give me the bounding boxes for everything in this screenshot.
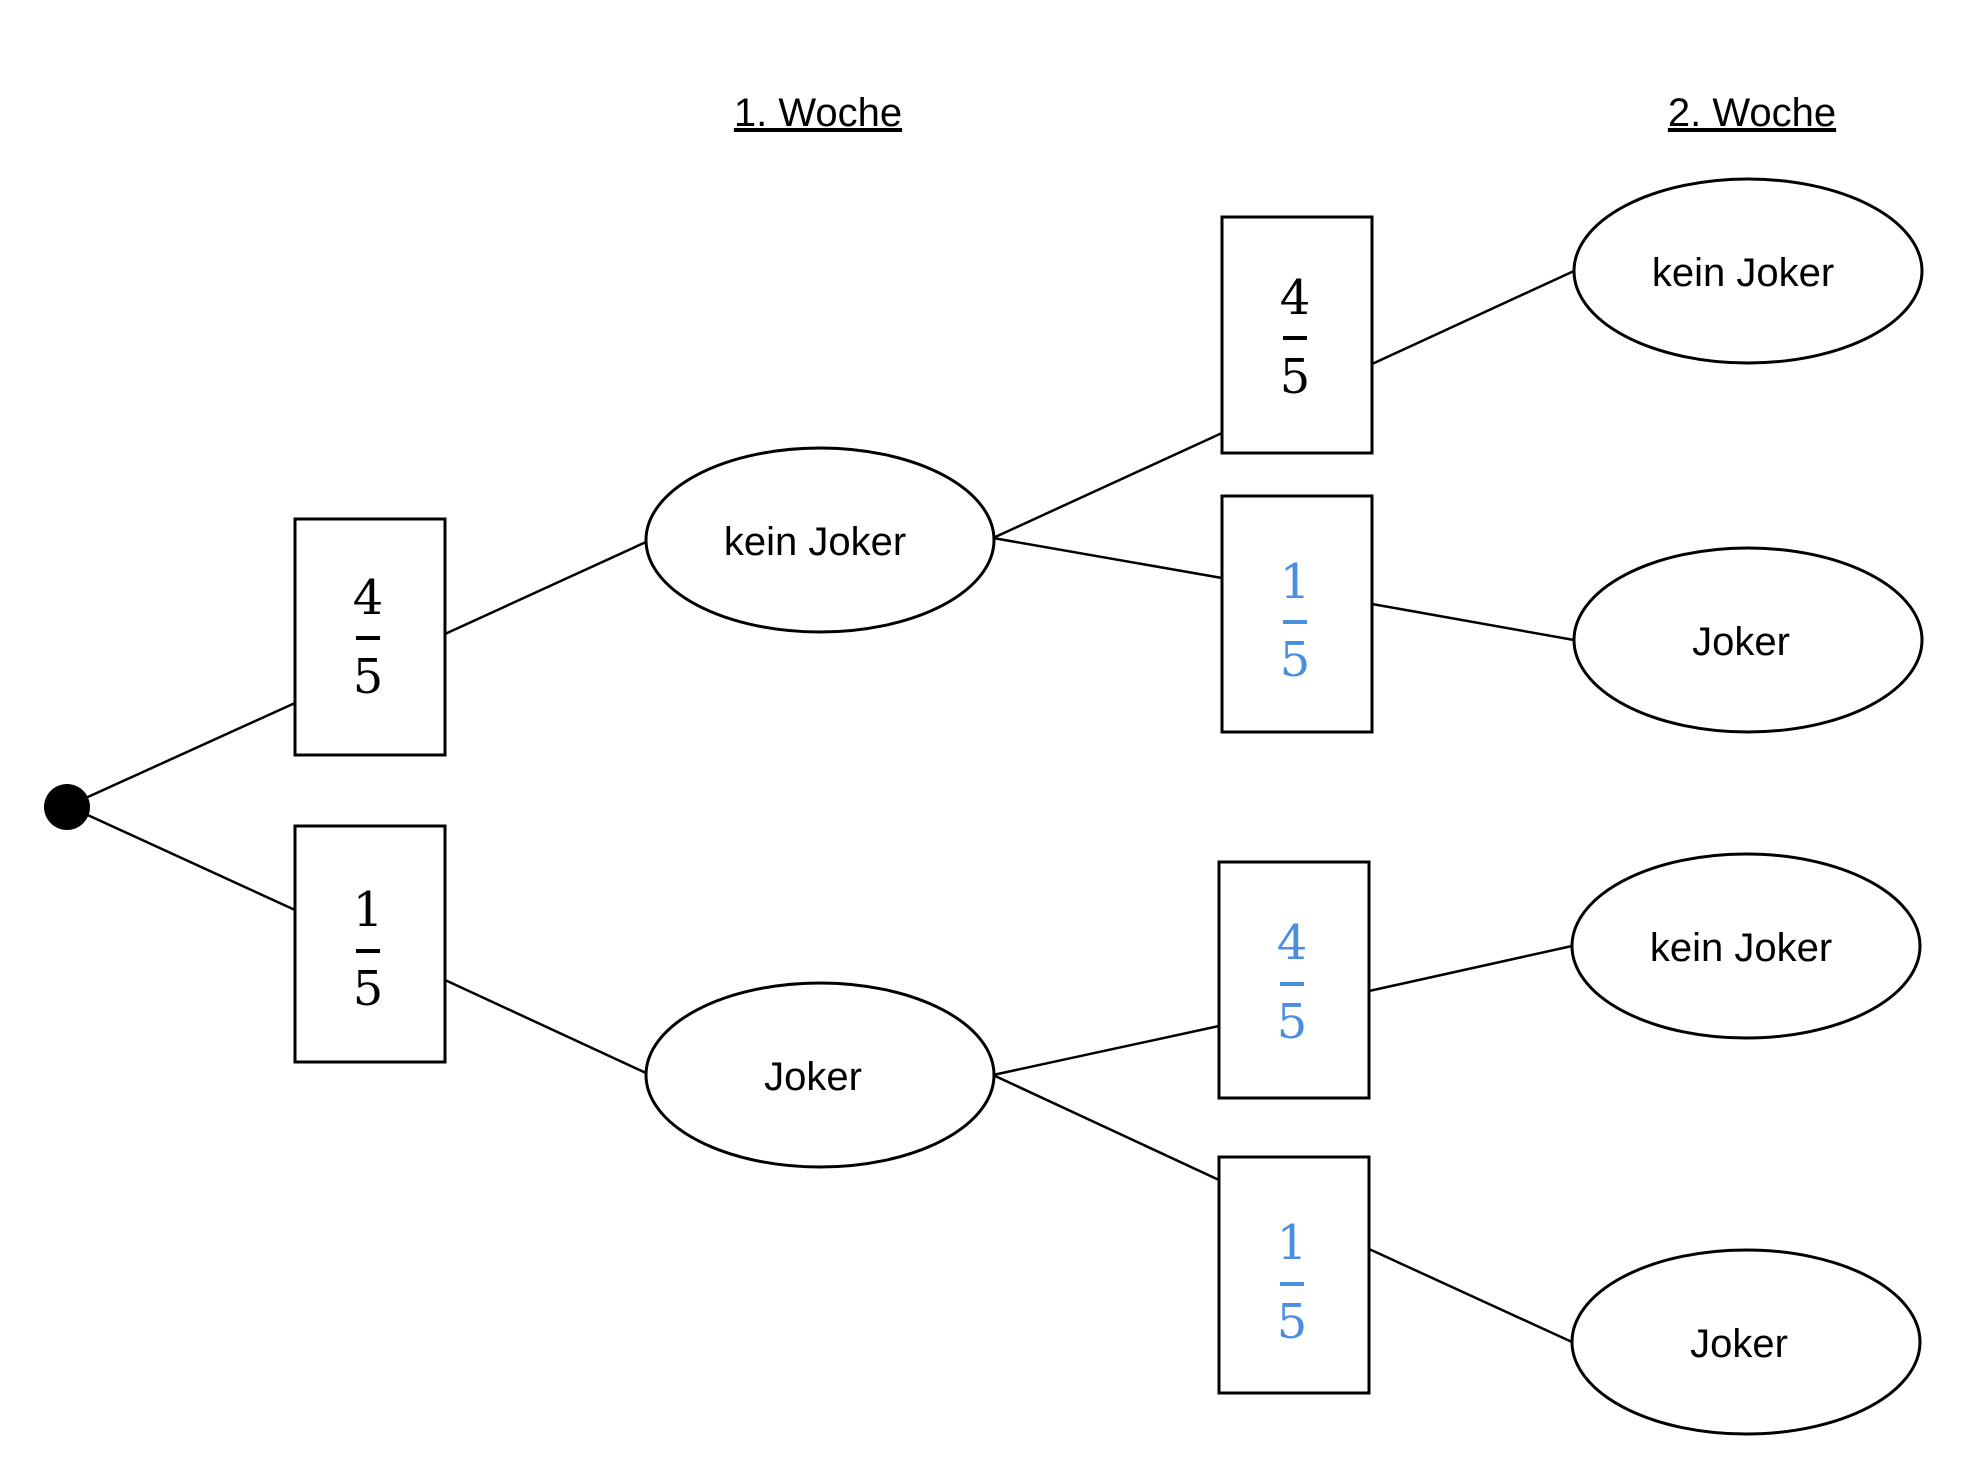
edge-b-to-box-b-lower (992, 1073, 1220, 1182)
frac-denominator: 5 (353, 649, 384, 705)
outcome-label: Joker (1690, 1322, 1788, 1366)
outcome-level1-upper: kein Joker (644, 446, 996, 634)
prob-box-level2-b-upper: 4 5 (1217, 860, 1371, 1100)
prob-box-level1-lower: 1 5 (293, 824, 447, 1064)
outcome-level1-lower: Joker (644, 981, 996, 1169)
frac-numerator: 1 (1280, 554, 1311, 610)
frac-denominator: 5 (1280, 349, 1311, 405)
edge-box-upper-outcome-upper (444, 540, 647, 636)
edge-a-to-box-a-upper (992, 431, 1223, 540)
prob-box-level2-b-lower: 1 5 (1217, 1155, 1371, 1395)
frac-numerator: 4 (1280, 270, 1311, 326)
header-week-2: 2. Woche (1668, 91, 1836, 135)
leaf-3: kein Joker (1570, 852, 1922, 1040)
frac-numerator: 1 (1277, 1215, 1308, 1271)
frac-numerator: 4 (1277, 915, 1308, 971)
header-week-1: 1. Woche (734, 91, 902, 135)
edge-box-b-upper-to-leaf-3 (1368, 944, 1573, 993)
outcome-label: Joker (764, 1055, 862, 1099)
leaf-4: Joker (1570, 1248, 1922, 1436)
frac-denominator: 5 (353, 961, 384, 1017)
edge-box-lower-outcome-lower (444, 978, 647, 1075)
frac-denominator: 5 (1277, 994, 1308, 1050)
leaf-2: Joker (1572, 546, 1924, 734)
prob-box-level2-a-lower: 1 5 (1220, 494, 1374, 734)
edge-root-box-upper (67, 701, 296, 808)
outcome-label: kein Joker (1650, 926, 1832, 970)
outcome-label: kein Joker (724, 520, 906, 564)
frac-numerator: 1 (353, 882, 384, 938)
edges (67, 269, 1575, 1344)
leaf-1: kein Joker (1572, 177, 1924, 365)
edge-box-b-lower-to-leaf-4 (1368, 1247, 1573, 1344)
edge-box-a-lower-to-leaf-2 (1371, 602, 1575, 642)
prob-box-level1-upper: 4 5 (293, 517, 447, 757)
edge-b-to-box-b-upper (992, 1024, 1220, 1077)
outcome-label: kein Joker (1652, 251, 1834, 295)
frac-denominator: 5 (1280, 632, 1311, 688)
frac-numerator: 4 (353, 570, 384, 626)
prob-box-level2-a-upper: 4 5 (1220, 215, 1374, 455)
edge-box-a-upper-to-leaf-1 (1371, 269, 1575, 366)
outcome-label: Joker (1692, 620, 1790, 664)
root-node (44, 784, 90, 830)
edge-root-box-lower (67, 804, 296, 912)
frac-denominator: 5 (1277, 1294, 1308, 1350)
edge-a-to-box-a-lower (992, 536, 1223, 580)
